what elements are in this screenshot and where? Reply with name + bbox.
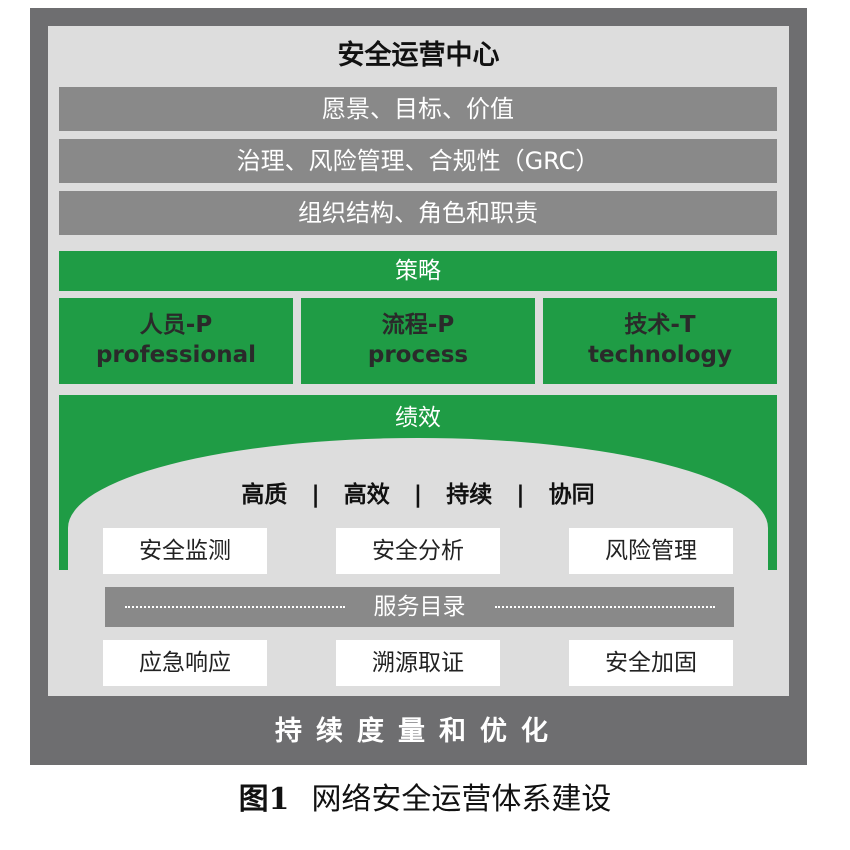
figure-caption-text: 网络安全运营体系建设 bbox=[311, 782, 612, 817]
layer-grc: 治理、风险管理、合规性（GRC） bbox=[59, 139, 777, 183]
pillar-process: 流程-P process bbox=[301, 298, 535, 384]
pillar-technology-cn: 技术-T bbox=[624, 312, 696, 338]
continuous-optimization-band: 持续度量和优化 bbox=[275, 716, 562, 747]
metric-separator: | bbox=[413, 482, 423, 508]
service-catalog-label: 服务目录 bbox=[373, 594, 466, 620]
metric-separator: | bbox=[311, 482, 320, 508]
layer-vision: 愿景、目标、价值 bbox=[59, 87, 777, 131]
dotted-line-right bbox=[495, 606, 715, 608]
dotted-line-left bbox=[125, 606, 345, 608]
service-monitoring: 安全监测 bbox=[103, 528, 267, 574]
metric-collaboration: 协同 bbox=[548, 482, 595, 508]
metric-efficiency: 高效 bbox=[343, 482, 390, 508]
service-catalog-bar: 服务目录 bbox=[105, 587, 734, 627]
service-forensics: 溯源取证 bbox=[336, 640, 500, 686]
strategy-band: 策略 bbox=[59, 251, 777, 291]
pillar-people: 人员-P professional bbox=[59, 298, 293, 384]
performance-metrics: 高质 | 高效 | 持续 | 协同 bbox=[59, 478, 777, 512]
pillar-process-cn: 流程-P bbox=[381, 312, 455, 338]
pillar-technology-en: technology bbox=[588, 342, 732, 368]
service-analysis: 安全分析 bbox=[336, 528, 500, 574]
metric-continuity: 持续 bbox=[446, 482, 493, 508]
pillar-people-cn: 人员-P bbox=[139, 312, 213, 338]
performance-label: 绩效 bbox=[395, 405, 441, 431]
pillar-technology: 技术-T technology bbox=[543, 298, 777, 384]
pillar-people-en: professional bbox=[95, 342, 257, 368]
metric-separator: | bbox=[516, 482, 525, 508]
pillar-process-en: process bbox=[367, 342, 469, 368]
diagram-title: 安全运营中心 bbox=[337, 40, 500, 71]
layer-organization: 组织结构、角色和职责 bbox=[59, 191, 777, 235]
figure-caption: 图1 网络安全运营体系建设 bbox=[0, 775, 850, 825]
metric-quality: 高质 bbox=[241, 482, 288, 508]
figure-number: 图1 bbox=[238, 782, 290, 817]
service-risk-management: 风险管理 bbox=[569, 528, 733, 574]
service-hardening: 安全加固 bbox=[569, 640, 733, 686]
service-emergency-response: 应急响应 bbox=[103, 640, 267, 686]
